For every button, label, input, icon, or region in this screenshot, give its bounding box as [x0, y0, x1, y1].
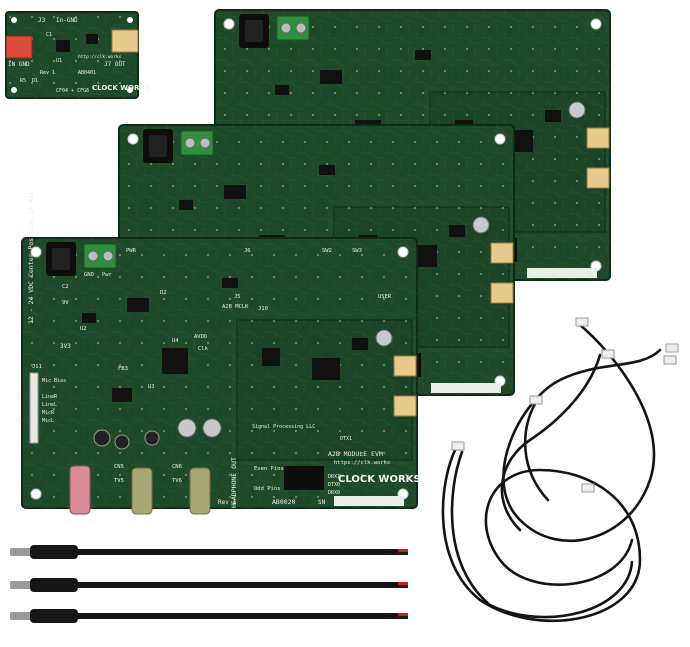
small-board-label-c1: C1 — [46, 32, 52, 38]
board-label-j11: J11 — [32, 364, 42, 370]
small-board-label-j3: J3 — [38, 17, 46, 24]
board-label-fb3: FB3 — [118, 366, 128, 372]
board-label-avdd: AVDD — [194, 334, 207, 340]
small-board: J3 In-GND IN GND J7 OUT http://clk.works… — [5, 11, 150, 99]
small-board-label-ab: AB0401 — [78, 70, 96, 76]
board-label-j6: J6 — [244, 248, 251, 254]
board-label-mic-bias: Mic Bias — [42, 378, 66, 384]
board-label-pwr: Pwr — [102, 272, 113, 278]
small-board-label-cfg: CF04 + CFG6 — [56, 88, 89, 94]
board-label-company: Signal Processing LLC — [252, 424, 315, 430]
board-label-drx0: DRX0 — [328, 490, 340, 496]
board-label-d2: D2 — [160, 290, 167, 296]
board-label-tv5: TV5 — [114, 478, 124, 484]
board-label-drx1: DRX1 — [328, 474, 340, 480]
dc-power-cables — [10, 545, 408, 623]
small-board-label-in-gnd: In-GND — [56, 17, 78, 24]
dc-cable — [10, 545, 408, 559]
board-label-pwr-led: PWR — [126, 248, 137, 254]
dc-cable — [10, 578, 408, 592]
small-board-label-d1: D1 — [32, 78, 38, 84]
board-label-sw3: SW3 — [352, 248, 362, 254]
small-board-label-u1: U1 — [56, 58, 62, 64]
board-label-j10: J10 — [258, 306, 268, 312]
board-label-url: https://clk.works — [334, 460, 390, 466]
board-power-label: 12 - 24 VDC Center Positive 1A MAX — [27, 191, 35, 324]
board-label-line-l: LineL — [42, 402, 57, 408]
board-label-clk: Clk — [198, 346, 209, 352]
board-label-sw2: SW2 — [322, 248, 332, 254]
a2b-harness-cables — [441, 317, 679, 623]
board-label-9v: 9V — [62, 300, 69, 306]
board-label-gnd: GND — [84, 272, 94, 278]
board-label-mic-l: MicL — [42, 418, 54, 424]
board-label-sn: SN — [318, 499, 326, 506]
main-board-front: 12 - 24 VDC Center Positive 1A MAX GND P… — [21, 191, 421, 515]
board-label-dtx0: DTX0 — [328, 482, 340, 488]
board-logo: CLOCK WORKS — [338, 474, 421, 485]
board-label-j5: J5 — [234, 294, 241, 300]
board-label-odd-pins: Odd Pins — [254, 486, 281, 492]
board-label-cn5: CN5 — [114, 464, 124, 470]
board-label-cn6: CN6 — [172, 464, 182, 470]
board-label-u3: U3 — [148, 384, 155, 390]
board-label-3v3: 3V3 — [60, 343, 71, 350]
board-label-line-r: LineR — [42, 394, 58, 400]
small-board-label-out: J7 OUT — [104, 61, 126, 68]
board-label-u4: U4 — [172, 338, 179, 344]
board-label-part-number: AB0020 — [272, 498, 296, 506]
board-label-rev: Rev 1 — [218, 499, 236, 506]
dc-cable — [10, 609, 408, 623]
small-board-label-rev: Rev 1 — [40, 70, 55, 76]
small-board-logo: CLOCK WORKS — [92, 84, 150, 92]
board-label-module: A2B MODULE EVM — [328, 450, 383, 458]
board-label-c2: C2 — [62, 284, 69, 290]
board-label-dtx1: DTX1 — [340, 436, 352, 442]
board-label-user: USER — [378, 294, 392, 300]
board-label-even-pins: Even Pins — [254, 466, 284, 472]
small-board-label-in: IN GND — [8, 61, 30, 68]
board-label-tv6: TV6 — [172, 478, 182, 484]
small-board-label-r5: R5 — [20, 78, 26, 84]
board-label-headphone: HEADPHONE OUT — [230, 457, 238, 508]
board-label-u2: U2 — [80, 326, 87, 332]
small-board-label-url: http://clk.works — [78, 54, 122, 60]
board-label-mic-r: MicR — [42, 410, 55, 416]
board-label-mclk: A2B MCLK — [222, 304, 249, 310]
